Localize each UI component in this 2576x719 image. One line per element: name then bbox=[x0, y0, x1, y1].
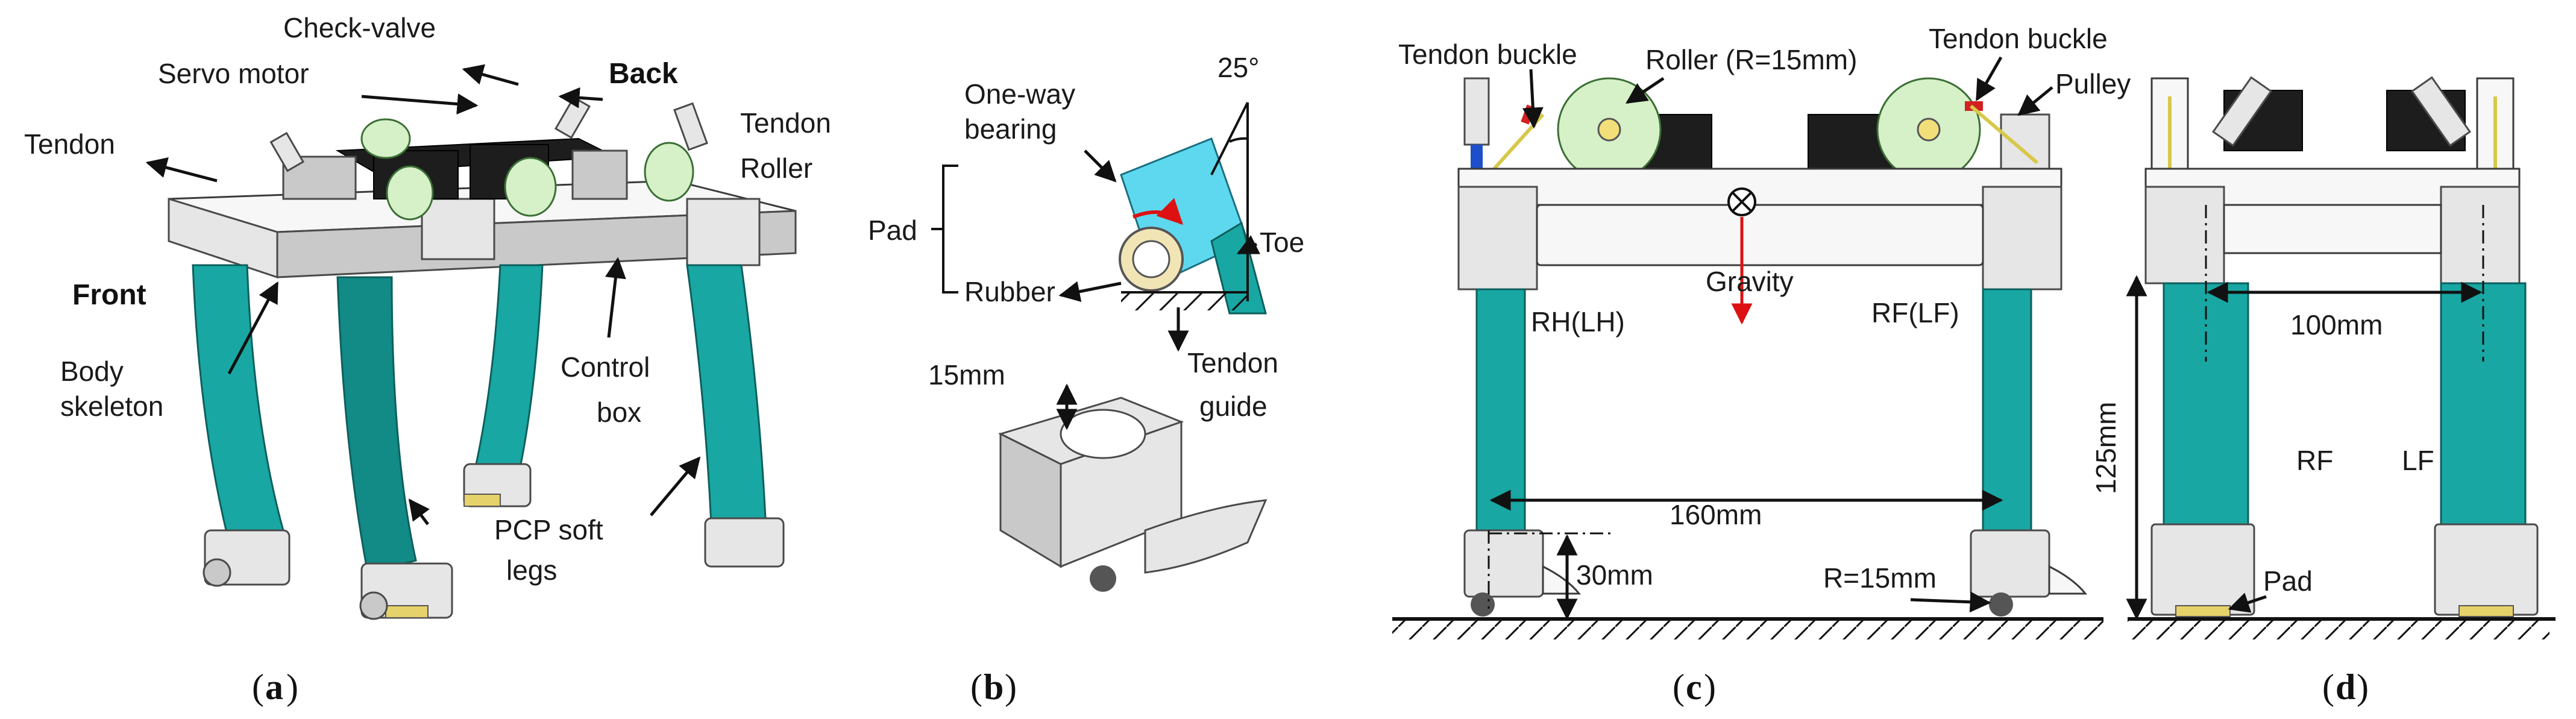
caption-a-close: ) bbox=[286, 667, 298, 707]
caption-d: d bbox=[2336, 667, 2355, 707]
pad-label: Pad bbox=[868, 215, 917, 246]
rh-lh-label: RH(LH) bbox=[1531, 306, 1625, 338]
lf-label-d: LF bbox=[2402, 445, 2434, 476]
caption-d-open: ( bbox=[2322, 667, 2334, 707]
caption-b-open: ( bbox=[970, 667, 982, 707]
pad-drawing bbox=[1119, 102, 1267, 315]
check-valve-arrow bbox=[462, 64, 519, 86]
roller-label-c: Roller (R=15mm) bbox=[1645, 44, 1857, 75]
tendon-label-left: Tendon bbox=[24, 128, 115, 160]
tendon-arrow-left bbox=[145, 157, 218, 183]
caption-c: c bbox=[1686, 667, 1702, 707]
tendon-guide-label-2: guide bbox=[1199, 391, 1268, 422]
caption-c-close: ) bbox=[1704, 667, 1716, 707]
body-skeleton-label-2: skeleton bbox=[60, 391, 163, 422]
caption-a: a bbox=[265, 667, 283, 707]
dim-15mm-label: 15mm bbox=[928, 359, 1005, 391]
ground-c bbox=[1392, 619, 2103, 639]
body-skeleton-label-1: Body bbox=[60, 356, 124, 387]
ground-d bbox=[2128, 619, 2549, 639]
servo-motor-arrow bbox=[361, 93, 479, 115]
front-label: Front bbox=[72, 279, 146, 311]
one-way-bearing-label-1: One-way bbox=[964, 78, 1075, 110]
legs-arrow-right bbox=[650, 456, 701, 516]
roller-label: Roller bbox=[740, 152, 812, 184]
control-box-label-1: Control bbox=[561, 351, 650, 383]
caption-a-open: ( bbox=[252, 667, 264, 707]
body-skeleton-arrow bbox=[227, 281, 279, 375]
panel-d: 100mm 125mm RF LF Pad ( d ) bbox=[2090, 76, 2556, 707]
panel-b: 25° One-way bearing Pad Rubber Toe Tendo… bbox=[868, 52, 1304, 707]
panel-c: Tendon buckle Roller (R=15mm) Tendon buc… bbox=[1392, 23, 2131, 707]
dim-100mm-label: 100mm bbox=[2290, 309, 2383, 341]
back-arrow bbox=[558, 87, 603, 108]
check-valve-shape bbox=[269, 96, 708, 172]
back-label: Back bbox=[609, 58, 678, 90]
leg-rh-shape bbox=[1475, 288, 1526, 532]
caption-b: b bbox=[984, 667, 1004, 707]
caption-d-close: ) bbox=[2357, 667, 2369, 707]
leg-rf-d-shape bbox=[2163, 282, 2249, 526]
r-15mm-label: R=15mm bbox=[1823, 562, 1937, 594]
control-box-label-2: box bbox=[597, 397, 641, 428]
gravity-label: Gravity bbox=[1706, 266, 1794, 297]
pcp-soft-legs-label-2: legs bbox=[506, 554, 557, 586]
control-box-arrow bbox=[605, 257, 626, 338]
body-skeleton-shape bbox=[168, 180, 797, 279]
rf-lf-label: RF(LF) bbox=[1871, 297, 1959, 328]
tendon-buckle-right-label: Tendon buckle bbox=[1929, 23, 2108, 54]
dim-30mm-label: 30mm bbox=[1576, 559, 1653, 591]
one-way-bearing-label-2: bearing bbox=[964, 113, 1057, 145]
pcp-soft-legs-label-1: PCP soft bbox=[494, 514, 603, 545]
pad-bracket bbox=[942, 165, 958, 294]
control-box-shape bbox=[282, 137, 628, 200]
caption-c-open: ( bbox=[1673, 667, 1685, 707]
tendon-guide-drawing bbox=[997, 397, 1268, 592]
toe-label: Toe bbox=[1260, 227, 1304, 258]
pulley-shape bbox=[2000, 113, 2050, 170]
tendon-label-right: Tendon bbox=[740, 107, 831, 139]
angle-label: 25° bbox=[1217, 52, 1260, 83]
tendon-buckle-left-label: Tendon buckle bbox=[1398, 39, 1577, 70]
legs-arrow-left bbox=[408, 498, 430, 526]
servo-motor-label: Servo motor bbox=[158, 58, 309, 89]
pulley-label: Pulley bbox=[2055, 68, 2131, 99]
leg-rf-shape bbox=[1982, 288, 2032, 532]
servo-motor-shape bbox=[360, 118, 694, 221]
pad-label-d: Pad bbox=[2263, 565, 2313, 597]
rubber-label: Rubber bbox=[964, 276, 1055, 307]
dim-125mm-label: 125mm bbox=[2090, 402, 2122, 494]
check-valve-label: Check-valve bbox=[283, 12, 436, 43]
panel-a: Check-valve Servo motor Back Tendon Tend… bbox=[24, 12, 831, 707]
tendon-guide-label-1: Tendon bbox=[1187, 347, 1278, 378]
pcp-soft-legs-shape bbox=[192, 264, 785, 620]
rf-label-d: RF bbox=[2296, 445, 2333, 476]
dim-160mm-label: 160mm bbox=[1670, 499, 1762, 530]
caption-b-close: ) bbox=[1005, 667, 1017, 707]
tendon-buckle-left-shape bbox=[1463, 77, 1490, 146]
